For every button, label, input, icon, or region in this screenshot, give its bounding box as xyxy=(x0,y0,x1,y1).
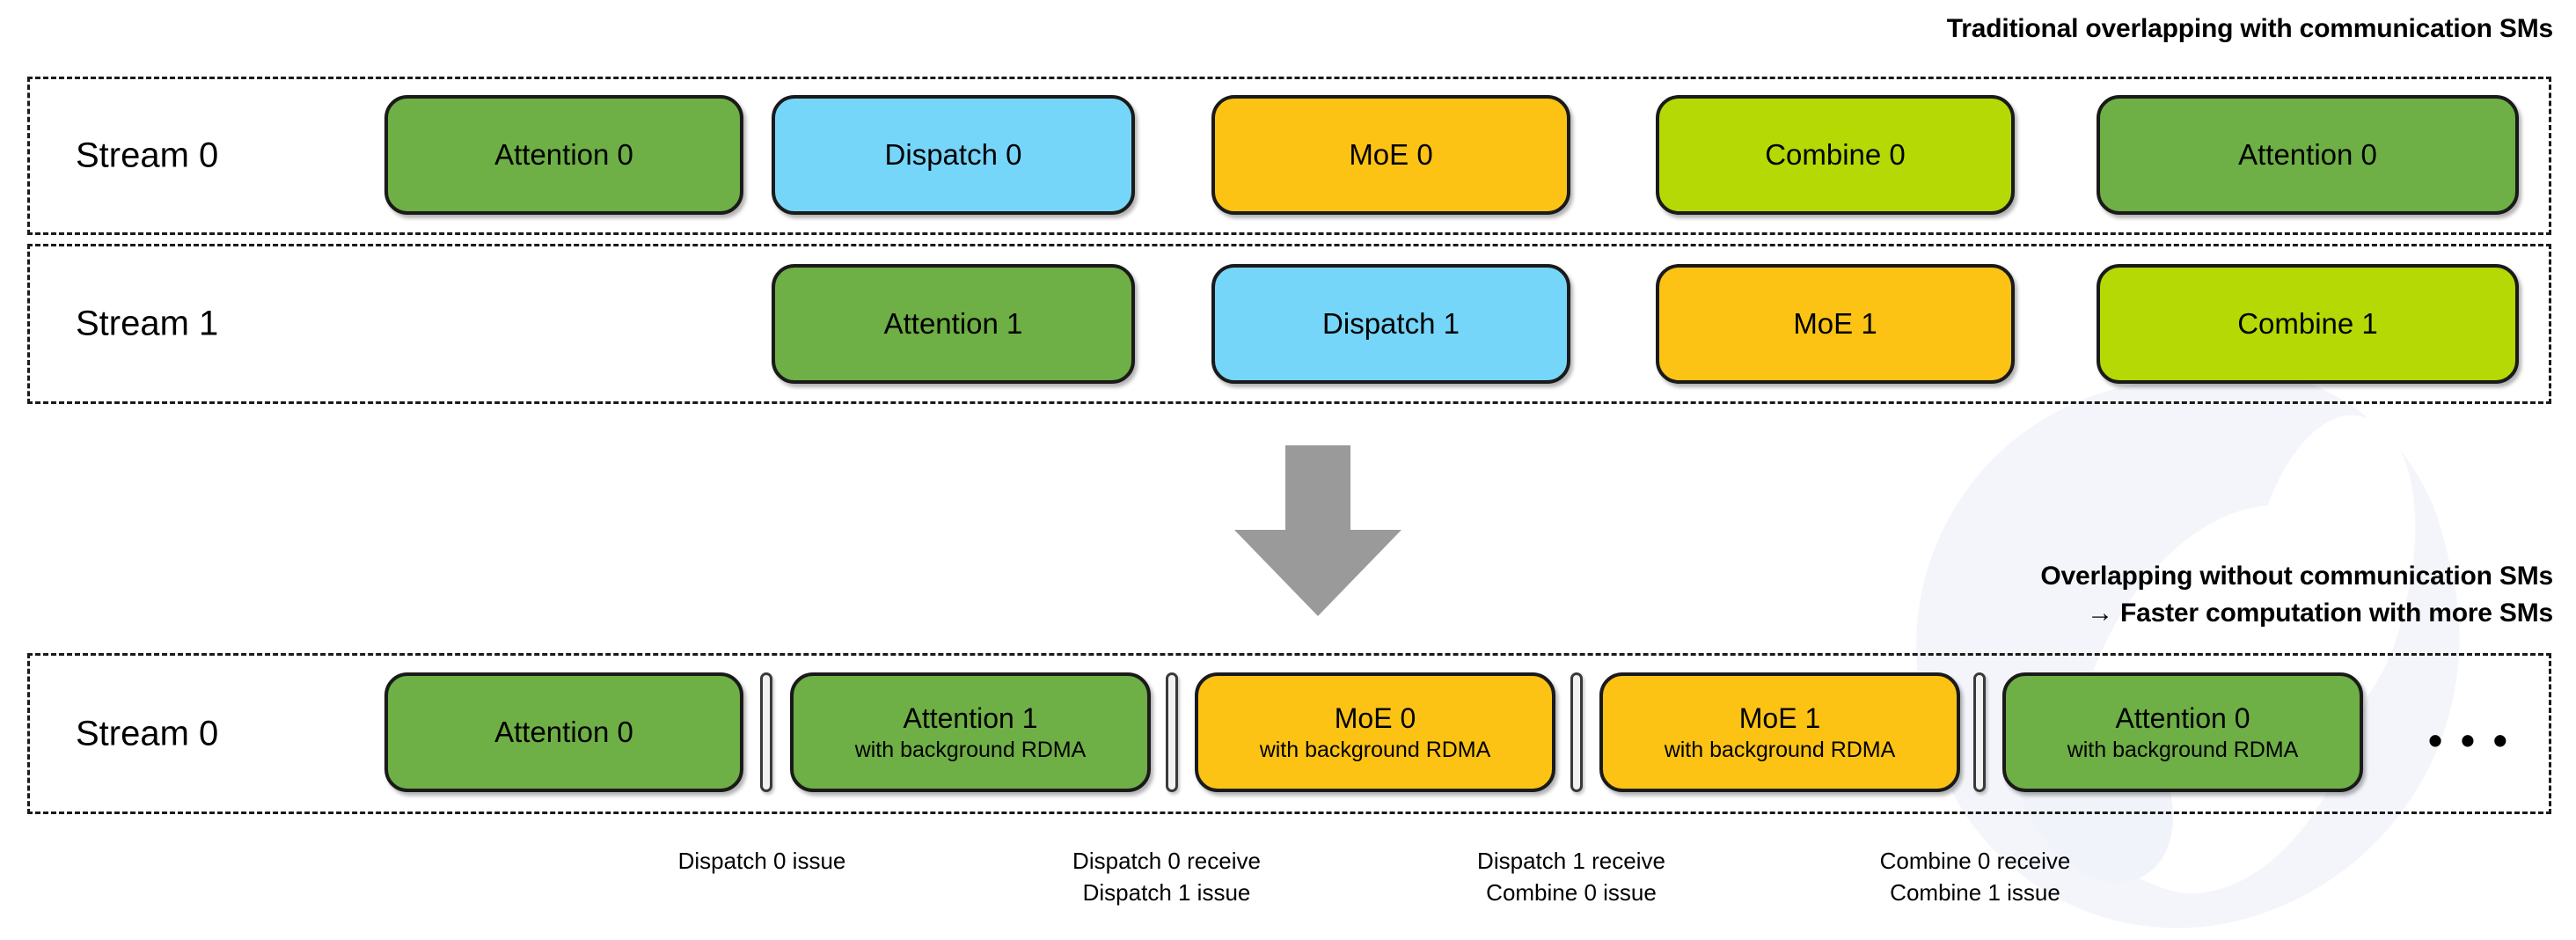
annotation-line: Combine 1 issue xyxy=(1890,879,2060,906)
task-box-title: Dispatch 0 xyxy=(884,138,1022,171)
separator-bar-3 xyxy=(1973,672,1986,792)
stream-row-traditional-1: Stream 1 xyxy=(27,244,2551,404)
task-box-moe-1-s1[interactable]: MoE 1 xyxy=(1656,264,2015,384)
task-box-title: MoE 0 xyxy=(1334,702,1416,734)
task-box-attention-0b-s0[interactable]: Attention 0 xyxy=(2097,95,2519,215)
task-box-title: Combine 0 xyxy=(1765,138,1906,171)
annotation-line: Dispatch 0 issue xyxy=(677,848,846,874)
task-box-title: Attention 0 xyxy=(494,716,633,748)
task-box-attention-1-s1[interactable]: Attention 1 xyxy=(772,264,1135,384)
task-box-title: Attention 0 xyxy=(2238,138,2377,171)
optimized-title-line-1: Overlapping without communication SMs xyxy=(2040,562,2553,591)
annotation-line: Dispatch 1 receive xyxy=(1477,848,1665,874)
task-box-combine-1-s1[interactable]: Combine 1 xyxy=(2097,264,2519,384)
task-box-title: Attention 1 xyxy=(883,307,1023,340)
traditional-section-title: Traditional overlapping with communicati… xyxy=(1946,14,2553,43)
opt-task-box-attention-1[interactable]: Attention 1 with background RDMA xyxy=(790,672,1151,792)
task-box-subtitle: with background RDMA xyxy=(2067,738,2299,762)
stream-label-1: Stream 1 xyxy=(76,304,219,343)
opt-task-box-moe-1[interactable]: MoE 1 with background RDMA xyxy=(1599,672,1960,792)
stream-row-traditional-0: Stream 0 xyxy=(27,77,2551,235)
task-box-dispatch-0-s0[interactable]: Dispatch 0 xyxy=(772,95,1135,215)
task-box-title: MoE 0 xyxy=(1349,138,1433,171)
annotation-dispatch-1-receive: Dispatch 1 receive Combine 0 issue xyxy=(1477,845,1665,908)
separator-bar-0 xyxy=(760,672,772,792)
separator-bar-1 xyxy=(1166,672,1178,792)
task-box-subtitle: with background RDMA xyxy=(1259,738,1491,762)
task-box-title: Attention 1 xyxy=(903,702,1038,734)
stream-label-optimized-0: Stream 0 xyxy=(76,714,219,753)
optimized-title-line-2: → Faster computation with more SMs xyxy=(2087,599,2553,628)
annotation-line: Combine 0 issue xyxy=(1486,879,1657,906)
annotation-combine-0-receive: Combine 0 receive Combine 1 issue xyxy=(1880,845,2071,908)
annotation-line: Dispatch 1 issue xyxy=(1082,879,1251,906)
down-arrow-icon xyxy=(1234,445,1401,616)
task-box-title: Attention 0 xyxy=(2115,702,2250,734)
task-box-subtitle: with background RDMA xyxy=(854,738,1087,762)
opt-task-box-attention-0b[interactable]: Attention 0 with background RDMA xyxy=(2002,672,2363,792)
stream-row-optimized-0: Stream 0 xyxy=(27,653,2551,814)
task-box-title: Attention 0 xyxy=(494,138,633,171)
task-box-title: Dispatch 1 xyxy=(1322,307,1460,340)
task-box-combine-0-s0[interactable]: Combine 0 xyxy=(1656,95,2015,215)
annotation-dispatch-0-issue: Dispatch 0 issue xyxy=(678,845,846,877)
stream-label-0: Stream 0 xyxy=(76,136,219,175)
task-box-title: Combine 1 xyxy=(2237,307,2378,340)
opt-task-box-moe-0[interactable]: MoE 0 with background RDMA xyxy=(1195,672,1555,792)
annotation-line: Dispatch 0 receive xyxy=(1072,848,1261,874)
annotation-dispatch-0-receive: Dispatch 0 receive Dispatch 1 issue xyxy=(1072,845,1261,908)
annotation-line: Combine 0 receive xyxy=(1879,848,2071,874)
opt-task-box-attention-0[interactable]: Attention 0 xyxy=(384,672,743,792)
task-box-moe-0-s0[interactable]: MoE 0 xyxy=(1211,95,1570,215)
separator-bar-2 xyxy=(1570,672,1583,792)
task-box-subtitle: with background RDMA xyxy=(1664,738,1896,762)
task-box-title: MoE 1 xyxy=(1793,307,1877,340)
task-box-attention-0-s0[interactable]: Attention 0 xyxy=(384,95,743,215)
continuation-ellipsis: • • • xyxy=(2428,717,2511,763)
optimized-section-title: Overlapping without communication SMs → … xyxy=(2040,558,2553,632)
task-box-dispatch-1-s1[interactable]: Dispatch 1 xyxy=(1211,264,1570,384)
task-box-title: MoE 1 xyxy=(1738,702,1821,734)
